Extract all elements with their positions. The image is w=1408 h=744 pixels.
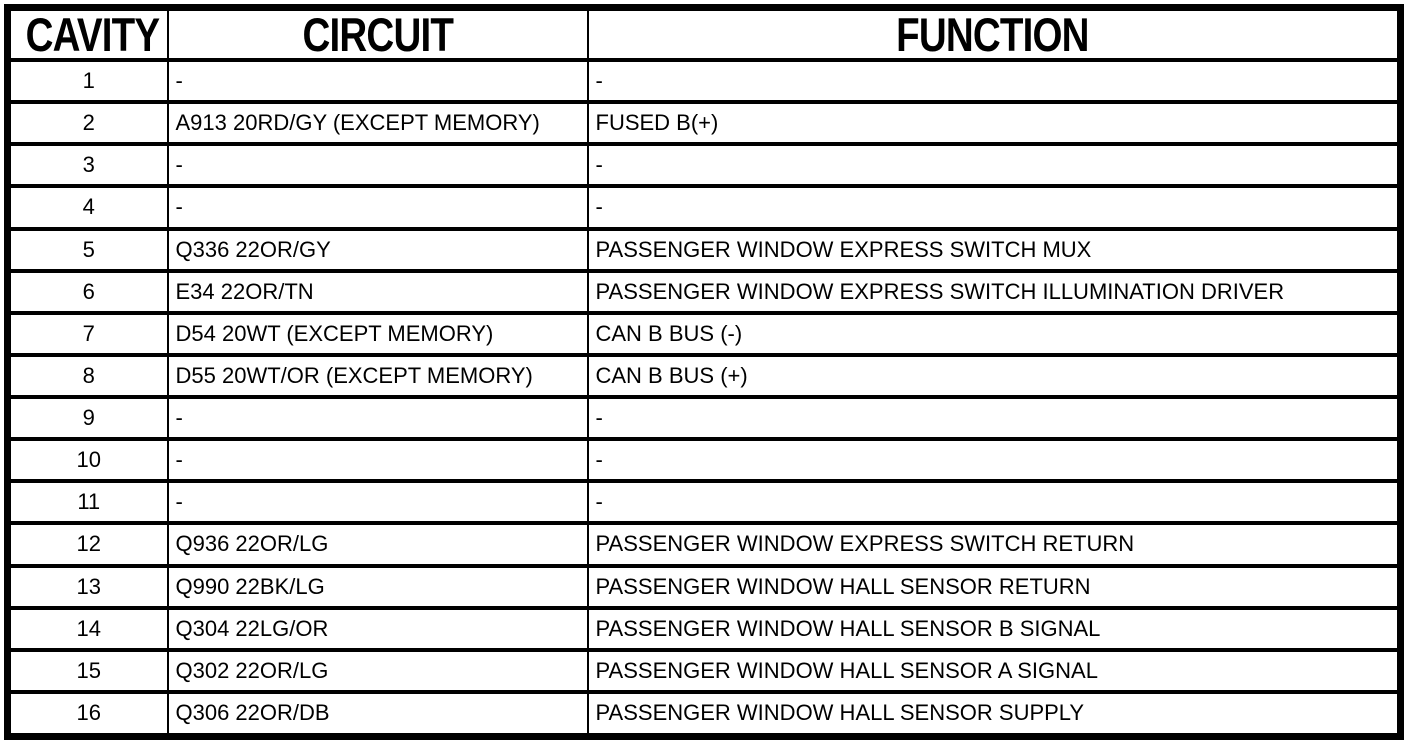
circuit-cell: -	[166, 184, 589, 231]
circuit-cell: D55 20WT/OR (EXCEPT MEMORY)	[166, 352, 589, 400]
function-cell: -	[586, 394, 1402, 442]
circuit-cell: A913 20RD/GY (EXCEPT MEMORY)	[166, 100, 589, 147]
cavity-cell: 7	[6, 310, 169, 357]
circuit-cell: -	[166, 437, 589, 484]
table-row: 6 E34 22OR/TN PASSENGER WINDOW EXPRESS S…	[6, 268, 1402, 315]
cavity-cell: 10	[6, 437, 169, 484]
function-cell: CAN B BUS (+)	[586, 352, 1402, 400]
table-row: 14 Q304 22LG/OR PASSENGER WINDOW HALL SE…	[6, 605, 1402, 652]
table-row: 3 - -	[6, 142, 1402, 189]
function-cell: -	[586, 184, 1402, 231]
cavity-cell: 11	[6, 479, 169, 526]
table-row: 5 Q336 22OR/GY PASSENGER WINDOW EXPRESS …	[6, 226, 1402, 273]
table-row: 8 D55 20WT/OR (EXCEPT MEMORY) CAN B BUS …	[6, 352, 1402, 400]
circuit-cell: Q302 22OR/LG	[166, 647, 589, 694]
function-cell: PASSENGER WINDOW EXPRESS SWITCH ILLUMINA…	[586, 268, 1402, 315]
table-row: 15 Q302 22OR/LG PASSENGER WINDOW HALL SE…	[6, 647, 1402, 694]
table-row: 2 A913 20RD/GY (EXCEPT MEMORY) FUSED B(+…	[6, 100, 1402, 147]
function-cell: CAN B BUS (-)	[586, 310, 1402, 357]
function-cell: PASSENGER WINDOW HALL SENSOR SUPPLY	[586, 689, 1402, 739]
circuit-cell: Q936 22OR/LG	[166, 521, 589, 568]
function-cell: PASSENGER WINDOW HALL SENSOR A SIGNAL	[586, 647, 1402, 694]
table-row: 4 - -	[6, 184, 1402, 231]
table-row: 9 - -	[6, 394, 1402, 442]
cavity-cell: 13	[6, 563, 169, 610]
connector-pinout-table: CAVITY CIRCUIT FUNCTION 1 - - 2 A913 20R…	[4, 4, 1404, 740]
function-cell: PASSENGER WINDOW HALL SENSOR B SIGNAL	[586, 605, 1402, 652]
table-row: 7 D54 20WT (EXCEPT MEMORY) CAN B BUS (-)	[6, 310, 1402, 357]
circuit-cell: -	[166, 394, 589, 442]
function-cell: -	[586, 57, 1402, 105]
header-row: CAVITY CIRCUIT FUNCTION	[6, 5, 1402, 62]
table-row: 12 Q936 22OR/LG PASSENGER WINDOW EXPRESS…	[6, 521, 1402, 568]
column-header-function: FUNCTION	[586, 5, 1402, 62]
table-body: 1 - - 2 A913 20RD/GY (EXCEPT MEMORY) FUS…	[6, 57, 1402, 739]
function-cell: -	[586, 437, 1402, 484]
circuit-cell: -	[166, 142, 589, 189]
column-header-circuit: CIRCUIT	[166, 5, 589, 62]
cavity-cell: 15	[6, 647, 169, 694]
function-cell: -	[586, 142, 1402, 189]
circuit-cell: D54 20WT (EXCEPT MEMORY)	[166, 310, 589, 357]
circuit-cell: E34 22OR/TN	[166, 268, 589, 315]
table-row: 1 - -	[6, 57, 1402, 105]
cavity-cell: 12	[6, 521, 169, 568]
circuit-cell: -	[166, 57, 589, 105]
column-header-circuit-label: CIRCUIT	[302, 8, 453, 60]
column-header-cavity: CAVITY	[6, 5, 169, 62]
cavity-cell: 16	[6, 689, 169, 739]
function-cell: FUSED B(+)	[586, 100, 1402, 147]
cavity-cell: 5	[6, 226, 169, 273]
cavity-cell: 8	[6, 352, 169, 400]
column-header-cavity-label: CAVITY	[25, 8, 160, 60]
column-header-function-label: FUNCTION	[896, 8, 1090, 60]
circuit-cell: Q336 22OR/GY	[166, 226, 589, 273]
cavity-cell: 4	[6, 184, 169, 231]
circuit-cell: Q990 22BK/LG	[166, 563, 589, 610]
cavity-cell: 9	[6, 394, 169, 442]
cavity-cell: 3	[6, 142, 169, 189]
table-header: CAVITY CIRCUIT FUNCTION	[6, 5, 1402, 62]
table-row: 13 Q990 22BK/LG PASSENGER WINDOW HALL SE…	[6, 563, 1402, 610]
cavity-cell: 6	[6, 268, 169, 315]
circuit-cell: Q304 22LG/OR	[166, 605, 589, 652]
circuit-cell: Q306 22OR/DB	[166, 689, 589, 739]
table-row: 10 - -	[6, 437, 1402, 484]
cavity-cell: 2	[6, 100, 169, 147]
circuit-cell: -	[166, 479, 589, 526]
function-cell: PASSENGER WINDOW EXPRESS SWITCH RETURN	[586, 521, 1402, 568]
cavity-cell: 1	[6, 57, 169, 105]
function-cell: PASSENGER WINDOW EXPRESS SWITCH MUX	[586, 226, 1402, 273]
function-cell: PASSENGER WINDOW HALL SENSOR RETURN	[586, 563, 1402, 610]
function-cell: -	[586, 479, 1402, 526]
cavity-cell: 14	[6, 605, 169, 652]
table-row: 11 - -	[6, 479, 1402, 526]
table-row: 16 Q306 22OR/DB PASSENGER WINDOW HALL SE…	[6, 689, 1402, 739]
